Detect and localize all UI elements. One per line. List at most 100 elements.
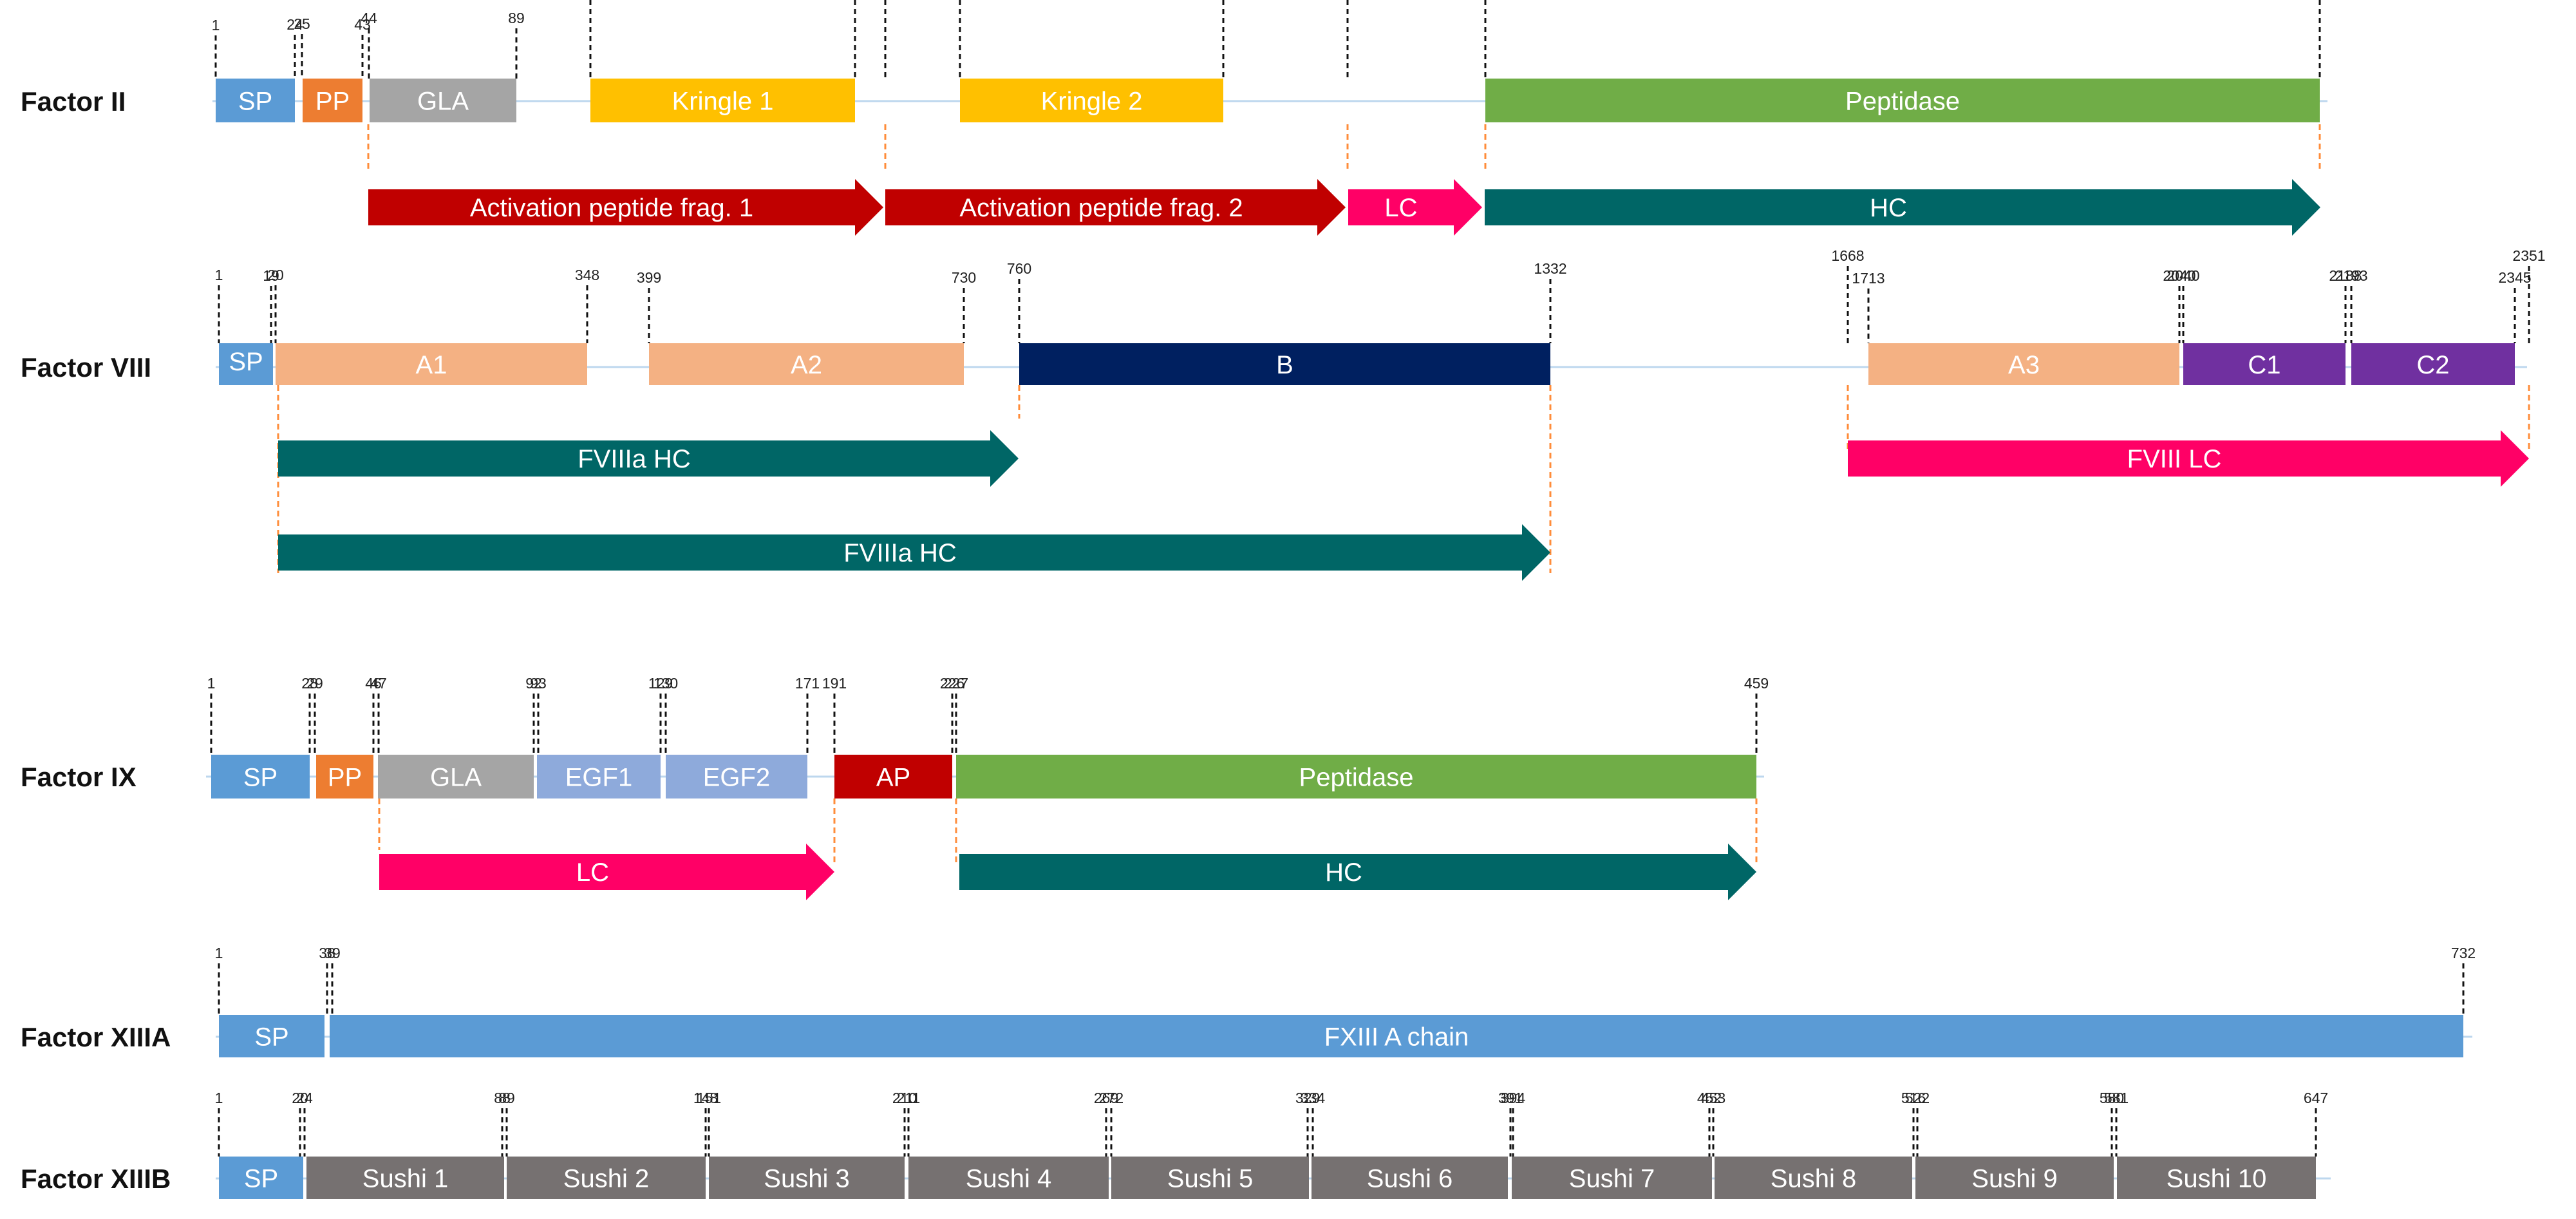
position-label: 2345 [2498,269,2531,286]
position-label: 1 [215,267,223,283]
domain-label: PP [315,87,350,115]
position-label: 29 [306,675,323,692]
domain-label: Sushi 9 [1971,1164,2057,1193]
domain-box [1019,343,1550,385]
domain-label: GLA [417,87,469,115]
position-label: 151 [697,1090,721,1106]
position-label: 581 [2104,1090,2129,1106]
domain-box [216,79,295,122]
domain-box [1715,1157,1912,1199]
domain-box [2183,343,2346,385]
factor-row: Factor II1242543448910818619821329132736… [21,0,2327,236]
position-label: 269 [1094,1090,1118,1106]
domain-box [276,343,587,385]
position-label: 453 [1701,1090,1725,1106]
domain-box [219,1015,324,1057]
position-label: 210 [892,1090,917,1106]
position-label: 93 [530,675,547,692]
chain-label: FVIIIa HC [843,539,957,567]
position-label: 1 [215,945,223,961]
domain-box [960,79,1223,122]
position-label: 92 [525,675,542,692]
position-label: 129 [648,675,673,692]
domain-label: Kringle 1 [672,87,774,115]
position-label: 24 [287,16,303,33]
position-label: 2040 [2167,267,2199,284]
domain-label: AP [876,763,910,791]
position-label: 647 [2304,1090,2328,1106]
domain-label: Sushi 1 [362,1164,448,1193]
domain-box [219,343,273,385]
domain-label: Sushi 8 [1771,1164,1856,1193]
domain-label: C2 [2416,351,2449,379]
position-label: 272 [1099,1090,1123,1106]
domain-label: Peptidase [1299,763,1414,791]
factor-name: Factor IX [21,762,136,792]
domain-box [370,79,516,122]
position-label: 191 [822,675,847,692]
domain-box [649,343,964,385]
domain-label: EGF2 [703,763,770,791]
position-label: 20 [267,267,284,283]
factor-name: Factor XIIIB [21,1164,171,1194]
domain-label: SP [229,348,263,376]
domain-label: EGF1 [565,763,632,791]
factor-name: Factor XIIIA [21,1022,171,1052]
domain-label: Sushi 10 [2167,1164,2267,1193]
domain-box [316,755,373,798]
domain-box [1111,1157,1309,1199]
domain-box [378,755,534,798]
domain-label: Peptidase [1845,87,1960,115]
chain-arrow [368,179,883,236]
position-label: 46 [365,675,382,692]
position-label: 89 [508,10,525,26]
position-label: 2188 [2329,267,2362,284]
chain-arrow [1848,430,2529,487]
position-label: 47 [370,675,387,692]
position-label: 171 [795,675,820,692]
position-label: 516 [1901,1090,1926,1106]
position-label: 211 [897,1090,921,1106]
domain-box [507,1157,706,1199]
position-label: 452 [1697,1090,1722,1106]
chain-arrow [379,844,834,900]
chain-label: HC [1870,194,1907,222]
position-label: 88 [494,1090,511,1106]
position-label: 391 [1498,1090,1523,1106]
position-label: 148 [693,1090,718,1106]
domain-box [956,755,1756,798]
domain-label: Kringle 2 [1041,87,1143,115]
position-label: 1668 [1831,247,1864,264]
position-label: 2040 [2163,267,2195,284]
domain-box [666,755,807,798]
factor-name: Factor II [21,86,126,117]
domain-box [2351,343,2515,385]
position-label: 2351 [2512,247,2545,264]
domain-label: A3 [2008,351,2040,379]
domain-box [1512,1157,1712,1199]
domain-label: Sushi 3 [764,1164,849,1193]
position-label: 28 [301,675,318,692]
domain-box [709,1157,905,1199]
position-label: 44 [361,10,377,26]
position-label: 130 [653,675,678,692]
domain-box [219,1157,303,1199]
factor-name: Factor VIII [21,352,151,383]
domain-box [1485,79,2320,122]
position-label: 399 [637,269,661,286]
domain-box [537,755,661,798]
domain-label: B [1276,351,1293,379]
position-label: 1713 [1852,270,1885,287]
chain-label: LC [576,858,609,887]
chain-arrow [885,179,1346,236]
chain-arrow [278,524,1550,581]
chain-label: LC [1384,194,1417,222]
domain-label: A1 [416,351,447,379]
position-label: 39 [324,945,341,961]
position-label: 25 [294,15,310,32]
position-label: 226 [940,675,964,692]
position-label: 334 [1301,1090,1326,1106]
